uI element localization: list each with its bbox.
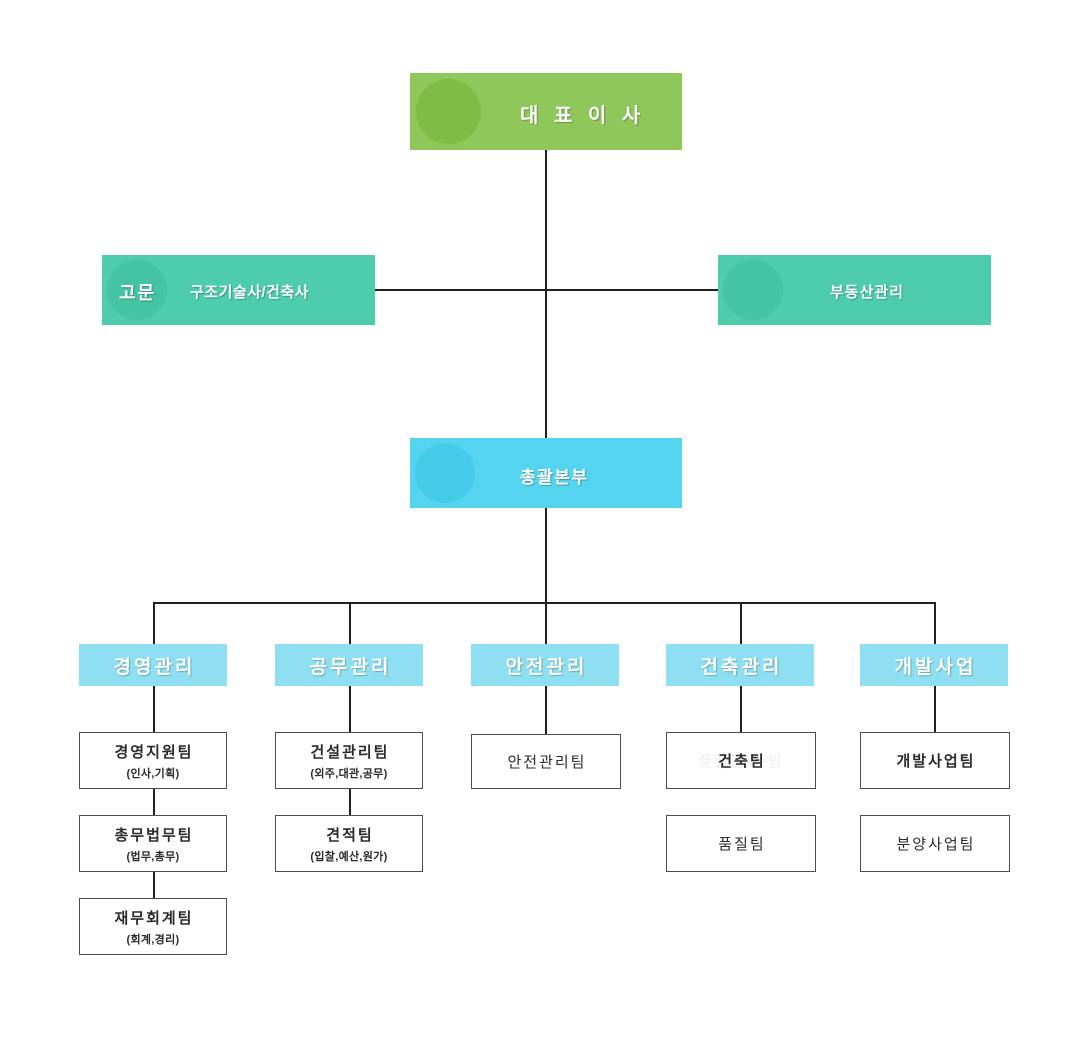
connector-col5-dept-to-team1 xyxy=(934,686,936,732)
node-advisor[interactable]: 고문 구조기술사/건축사 xyxy=(102,255,375,325)
team-name: 총무법무팀 xyxy=(114,826,194,844)
department-label: 경영관리 xyxy=(113,656,196,678)
node-headquarters-knob xyxy=(410,438,480,508)
team-box[interactable]: 안전관리팀 xyxy=(471,734,621,789)
node-real-estate[interactable]: 부동산관리 xyxy=(718,255,991,325)
node-real-estate-label: 부동산관리 xyxy=(830,284,905,301)
department-label: 안전관리 xyxy=(505,656,588,678)
team-box[interactable]: 분양사업팀 xyxy=(860,815,1010,872)
node-headquarters[interactable]: 총괄본부 xyxy=(410,438,682,508)
connector-advisor-to-realestate xyxy=(375,289,720,291)
connector-bus-drop-1 xyxy=(153,602,155,644)
department-chip-management[interactable]: 경영관리 xyxy=(79,644,227,686)
node-ceo-label: 대 표 이 사 xyxy=(520,105,646,127)
department-label: 건축관리 xyxy=(700,656,783,678)
node-ceo[interactable]: 대 표 이 사 xyxy=(410,73,682,150)
team-subtitle: (입찰,예산,원가) xyxy=(310,850,388,863)
connector-col2-team1-to-team2 xyxy=(349,789,351,815)
connector-department-bus xyxy=(153,602,936,604)
connector-col4-dept-to-team1 xyxy=(740,686,742,732)
connector-col3-dept-to-team1 xyxy=(545,686,547,734)
connector-bus-drop-4 xyxy=(740,602,742,644)
connector-bus-drop-5 xyxy=(934,602,936,644)
team-box[interactable]: 건설관리팀 (외주,대관,공무) xyxy=(275,732,423,789)
node-advisor-knob-label: 고문 xyxy=(119,283,157,303)
team-name: 개발사업팀 xyxy=(896,753,976,770)
team-box[interactable]: 견적팀 (입찰,예산,원가) xyxy=(275,815,423,872)
team-subtitle: (외주,대관,공무) xyxy=(310,767,388,780)
team-name: 안전관리팀 xyxy=(507,754,587,771)
team-subtitle: (회계,경리) xyxy=(126,933,180,946)
team-box[interactable]: 총무법무팀 (법무,총무) xyxy=(79,815,227,872)
team-name: 재무회계팀 xyxy=(114,909,194,927)
connector-bus-drop-3 xyxy=(545,602,547,644)
team-name: 품질팀 xyxy=(718,836,766,853)
node-advisor-knob xyxy=(102,255,172,325)
department-chip-construction[interactable]: 건축관리 xyxy=(666,644,814,686)
connector-col2-dept-to-team1 xyxy=(349,686,351,732)
team-box[interactable]: 경영지원팀 (인사,기획) xyxy=(79,732,227,789)
team-name: 견적팀 xyxy=(326,826,374,844)
team-box[interactable]: 품질팀 xyxy=(666,815,816,872)
team-name: 건설관리팀 xyxy=(310,743,390,761)
team-box[interactable]: 재무회계팀 (회계,경리) xyxy=(79,898,227,955)
team-box[interactable]: 개발사업팀 xyxy=(860,732,1010,789)
node-real-estate-knob xyxy=(718,255,788,325)
connector-ceo-to-hq xyxy=(545,150,547,438)
connector-col1-team2-to-team3 xyxy=(153,872,155,898)
connector-col1-team1-to-team2 xyxy=(153,789,155,815)
department-chip-development[interactable]: 개발사업 xyxy=(860,644,1008,686)
team-name: 분양사업팀 xyxy=(896,836,976,853)
team-box[interactable]: 품질관리 팀 건축팀 xyxy=(666,732,816,789)
node-real-estate-knob-inner xyxy=(723,260,783,320)
node-ceo-knob xyxy=(410,73,487,150)
department-label: 개발사업 xyxy=(894,656,977,678)
department-chip-safety[interactable]: 안전관리 xyxy=(471,644,619,686)
node-ceo-knob-inner xyxy=(416,79,481,144)
node-advisor-label: 구조기술사/건축사 xyxy=(190,284,310,301)
node-headquarters-label: 총괄본부 xyxy=(520,468,589,487)
connector-col1-dept-to-team1 xyxy=(153,686,155,732)
node-headquarters-knob-inner xyxy=(415,443,475,503)
team-name: 경영지원팀 xyxy=(114,743,194,761)
team-subtitle: (인사,기획) xyxy=(126,767,180,780)
team-subtitle: (법무,총무) xyxy=(126,850,180,863)
node-advisor-knob-inner xyxy=(107,260,167,320)
connector-hq-to-bus xyxy=(545,508,547,603)
department-chip-public-affairs[interactable]: 공무관리 xyxy=(275,644,423,686)
team-name: 건축팀 xyxy=(718,753,766,770)
department-label: 공무관리 xyxy=(309,656,392,678)
connector-bus-drop-2 xyxy=(349,602,351,644)
